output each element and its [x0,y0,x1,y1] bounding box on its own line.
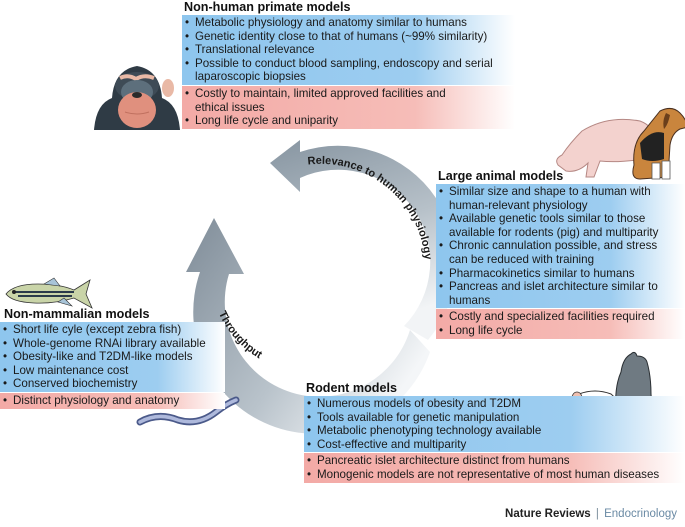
cons-list: Distinct physiology and anatomy [0,392,225,409]
pros-list: Short life cyle (except zebra fish) Whol… [0,322,225,392]
pro-item: Genetic identity close to that of humans… [185,30,515,44]
worm-icon [136,396,240,426]
panel-primate: Non-human primate models Metabolic physi… [182,0,515,129]
cons-list: Pancreatic islet architecture distinct f… [304,453,685,483]
pros-list: Similar size and shape to a human with h… [436,184,685,309]
pro-item: Metabolic phenotyping technology availab… [307,424,685,438]
panel-title: Rodent models [306,381,397,395]
pro-item: Metabolic physiology and anatomy similar… [185,16,515,30]
credit-separator: | [595,508,599,520]
pro-item: Tools available for genetic manipulation [307,411,685,425]
pro-item: Pharmacokinetics similar to humans [439,267,685,281]
con-item: Costly to maintain, limited approved fac… [185,87,455,114]
chimpanzee-icon [94,66,180,130]
panel-title: Non-mammalian models [4,307,150,321]
pros-list: Metabolic physiology and anatomy similar… [182,15,515,85]
pro-item: Low maintenance cost [3,364,225,378]
pro-item: Chronic cannulation possible, and stress… [439,239,664,266]
con-item: Monogenic models are not representative … [307,468,685,482]
pro-item: Available genetic tools similar to those… [439,212,679,239]
panel-title: Non-human primate models [184,0,351,14]
con-item: Long life cycle and uniparity [185,114,515,128]
throughput-arrow [186,218,430,434]
journal-section: Endocrinology [604,508,677,520]
relevance-label: Relevance to human physiology [307,155,434,261]
pro-item: Translational relevance [185,43,515,57]
pro-item: Conserved biochemistry [3,377,225,391]
pros-list: Numerous models of obesity and T2DM Tool… [304,396,685,453]
journal-name: Nature Reviews [505,508,591,520]
con-item: Pancreatic islet architecture distinct f… [307,454,685,468]
pro-item: Numerous models of obesity and T2DM [307,397,685,411]
journal-credit: Nature Reviews | Endocrinology [505,508,677,520]
pro-item: Cost-effective and multiparity [307,438,685,452]
cons-list: Costly and specialized facilities requir… [436,309,685,339]
con-item: Long life cycle [439,324,685,338]
panel-rodent: Rodent models Numerous models of obesity… [304,381,685,483]
con-item: Costly and specialized facilities requir… [439,310,685,324]
pro-item: Pancreas and islet architecture similar … [439,280,659,307]
zebrafish-icon [5,277,93,309]
pig-and-dog-icon [556,107,685,180]
con-item: Distinct physiology and anatomy [3,394,225,408]
pro-item: Short life cyle (except zebra fish) [3,323,225,337]
panel-title: Large animal models [438,169,564,183]
pro-item: Obesity-like and T2DM-like models [3,350,225,364]
panel-non-mammalian: Non-mammalian models Short life cyle (ex… [0,307,225,409]
cons-list: Costly to maintain, limited approved fac… [182,85,515,129]
pro-item: Whole-genome RNAi library available [3,337,225,351]
panel-large-animal: Large animal models Similar size and sha… [436,169,685,339]
relevance-arrow [270,140,456,340]
pro-item: Similar size and shape to a human with h… [439,185,654,212]
pro-item: Possible to conduct blood sampling, endo… [185,57,505,84]
